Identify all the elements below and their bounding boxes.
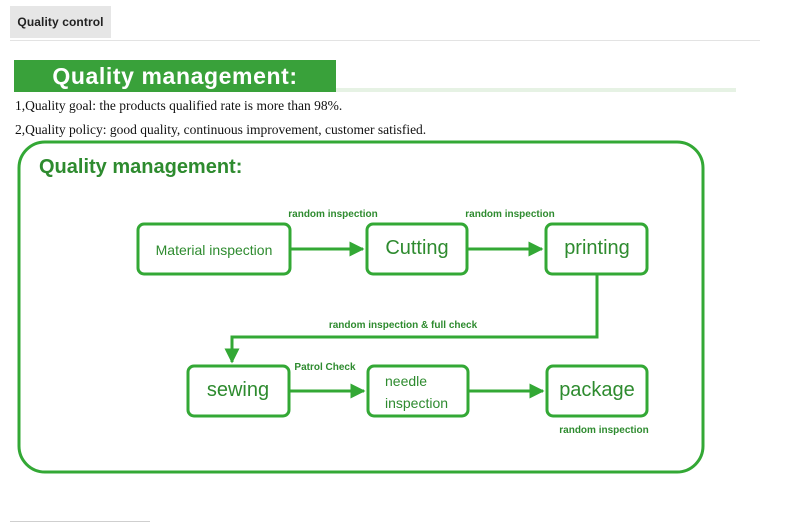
tab-divider — [10, 40, 760, 41]
box-sewing-label: sewing — [207, 379, 269, 401]
arrow-printing-sewing — [224, 274, 599, 364]
quality-goal-text: 1,Quality goal: the products qualified r… — [15, 98, 343, 113]
diagram-title: Quality management: — [39, 156, 242, 178]
diagram-frame — [17, 140, 705, 474]
section-banner: Quality management: — [14, 60, 336, 92]
banner-strip — [336, 88, 736, 92]
quality-policy-text: 2,Quality policy: good quality, continuo… — [15, 122, 427, 137]
bottom-divider — [10, 521, 150, 522]
tab-quality-control[interactable]: Quality control — [10, 6, 111, 38]
box-package-label: package — [559, 379, 635, 401]
edge-label-sewing-needle: Patrol Check — [294, 362, 356, 373]
box-cutting-label: Cutting — [385, 237, 448, 259]
edge-label-cutting-printing: random inspection — [465, 209, 554, 220]
edge-label-printing-sewing: random inspection & full check — [329, 320, 478, 331]
box-printing-label: printing — [564, 237, 630, 259]
edge-label-package: random inspection — [559, 425, 648, 436]
box-needle-label-1: needle — [385, 373, 427, 389]
box-package — [545, 364, 649, 418]
box-needle-label-2: inspection — [385, 395, 448, 411]
edge-label-material-cutting: random inspection — [288, 209, 377, 220]
box-material-label: Material inspection — [156, 242, 273, 258]
